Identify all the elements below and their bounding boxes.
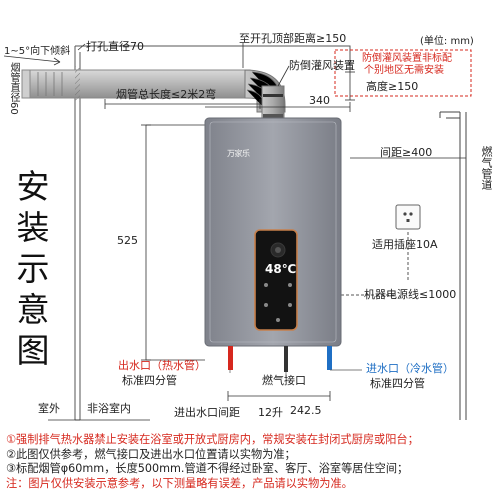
note-3: ③标配烟管φ60mm，长度500mm.管道不得经过卧室、客厅、浴室等居住空间；: [6, 462, 409, 476]
socket-label: 适用插座10A: [372, 238, 438, 251]
height-525-label: 525: [117, 234, 138, 247]
flue-diameter-label: 烟管直径60: [8, 62, 19, 115]
indoor-label: 非浴室内: [87, 402, 131, 415]
width-label: 340: [309, 94, 330, 107]
water-spacing-value: 242.5: [290, 404, 322, 417]
gas-pipe-line: [439, 111, 467, 420]
flue-pipe-vertical: [261, 85, 285, 123]
tilt-label: 1~5°向下倾斜: [4, 46, 71, 57]
outdoor-label: 室外: [38, 402, 60, 415]
power-cord-label: 机器电源线≤1000: [364, 288, 457, 301]
flue-length-label: 烟管总长度≤2米2弯: [116, 88, 217, 101]
note-4: 注：图片仅供安装示意参考，以下测量略有误差，产品请以实物为准。: [6, 477, 353, 491]
water-inlet-standard: 标准四分管: [370, 377, 425, 390]
height-label: 高度≥150: [366, 80, 419, 93]
wall-hole-hatch: [75, 66, 80, 102]
note-2: ②此图仅供参考，燃气接口及进出水口位置请以实物为准；: [6, 447, 296, 461]
unit-label: (单位: mm): [420, 36, 474, 47]
top-distance-label: 至开孔顶部距离≥150: [239, 32, 347, 45]
gas-inlet-pipe: [284, 346, 288, 372]
backdraft-note-line-1: 防倒灌风装置非标配: [362, 53, 452, 64]
hot-water-pipe: [228, 346, 233, 370]
dimension-lines: [3, 43, 467, 421]
brand-logo: 万家乐: [227, 149, 250, 158]
note-1: ①强制排气热水器禁止安装在浴室或开放式厨房内，常规安装在封闭式厨房或阳台；: [6, 433, 419, 446]
water-inlet-label: 进水口（冷水管）: [366, 362, 454, 375]
hole-diameter-label: 打孔直径70: [86, 40, 144, 53]
wall-structure: [74, 45, 351, 421]
water-outlet-standard: 标准四分管: [122, 374, 177, 387]
installation-notes: ①强制排气热水器禁止安装在浴室或开放式厨房内，常规安装在封闭式厨房或阳台； ②此…: [6, 433, 496, 492]
pipe-pointers: [229, 369, 362, 378]
flue-pipe-horizontal: [21, 69, 251, 99]
backdraft-note-box: [334, 49, 472, 97]
diagram-title: 安装示意图: [16, 167, 50, 370]
spacing-label: 间距≥400: [380, 146, 433, 159]
capacity-label: 12升: [258, 406, 283, 419]
temperature-display: 48℃: [265, 262, 297, 276]
water-outlet-label: 出水口（热水管）: [118, 359, 206, 372]
wall-socket: [395, 204, 421, 230]
gas-pipe-label: 燃气管道: [480, 146, 493, 190]
water-spacing-label: 进出水口间距: [174, 406, 240, 419]
cold-water-pipe: [327, 346, 332, 370]
water-heater: [204, 117, 342, 347]
backdraft-label: 防倒灌风装置: [289, 59, 355, 72]
backdraft-note-line-2: 个别地区无需安装: [364, 65, 444, 76]
gas-inlet-label: 燃气接口: [262, 374, 306, 387]
